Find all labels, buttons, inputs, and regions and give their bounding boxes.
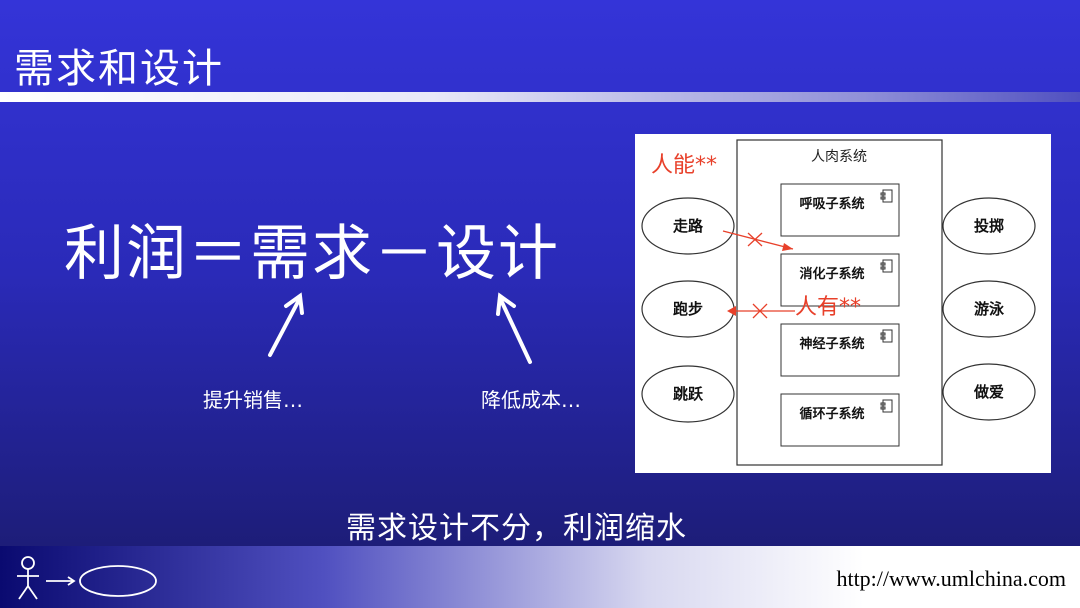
system-diagram: 人肉系统 呼吸子系统 消化子系统 神经子系统 循环子系统 走路 [635,134,1051,473]
actor-head-icon [21,556,35,570]
component-icon [880,399,893,413]
svg-text:跑步: 跑步 [673,300,703,318]
subsystem-digestive: 消化子系统 [780,253,900,307]
svg-text:走路: 走路 [673,217,704,235]
subsystem-label: 循环子系统 [799,406,864,422]
use-case-love: 做爱 [942,363,1036,421]
use-case-jump: 跳跃 [641,365,735,423]
component-icon [880,189,893,203]
system-diagram-canvas: 人肉系统 呼吸子系统 消化子系统 神经子系统 循环子系统 走路 [641,139,1036,466]
use-case-throw: 投掷 [942,197,1036,255]
subsystem-label: 消化子系统 [799,266,864,282]
note-increase-sales: 提升销售… [203,388,303,412]
subsystem-circulatory: 循环子系统 [780,393,900,447]
arrow-to-demand [268,296,302,357]
crossed-arrow-run [727,303,795,319]
subsystem-respiratory: 呼吸子系统 [780,183,900,237]
use-case-walk: 走路 [641,197,735,255]
profit-formula: 利润＝需求－设计 [64,219,560,289]
arrow-head-demand [284,292,304,315]
use-case-icon [79,565,157,597]
system-name: 人肉系统 [811,149,867,165]
footer-url[interactable]: http://www.umlchina.com [836,566,1066,591]
use-case-swim: 游泳 [942,280,1036,338]
svg-text:跳跃: 跳跃 [673,385,704,403]
subsystem-label: 神经子系统 [799,336,864,352]
arrow-to-design [498,296,532,364]
label-human-has: 人有** [795,295,861,320]
svg-text:做爱: 做爱 [973,383,1004,401]
component-icon [880,329,893,343]
conclusion-text: 需求设计不分，利润缩水 [346,511,687,546]
actor-usecase-logo [17,556,157,600]
subsystem-label: 呼吸子系统 [799,196,864,212]
svg-text:游泳: 游泳 [974,300,1005,318]
title-divider [0,92,1080,102]
crossed-arrow-walk [722,230,794,251]
slide-title: 需求和设计 [14,46,224,92]
label-human-ability: 人能** [651,153,717,178]
svg-text:投掷: 投掷 [974,217,1004,235]
arrow-head-design [496,292,516,316]
component-icon [880,259,893,273]
subsystem-nervous: 神经子系统 [780,323,900,377]
use-case-run: 跑步 [641,280,735,338]
note-reduce-cost: 降低成本… [481,388,581,412]
footer-bar: http://www.umlchina.com [0,546,1080,608]
